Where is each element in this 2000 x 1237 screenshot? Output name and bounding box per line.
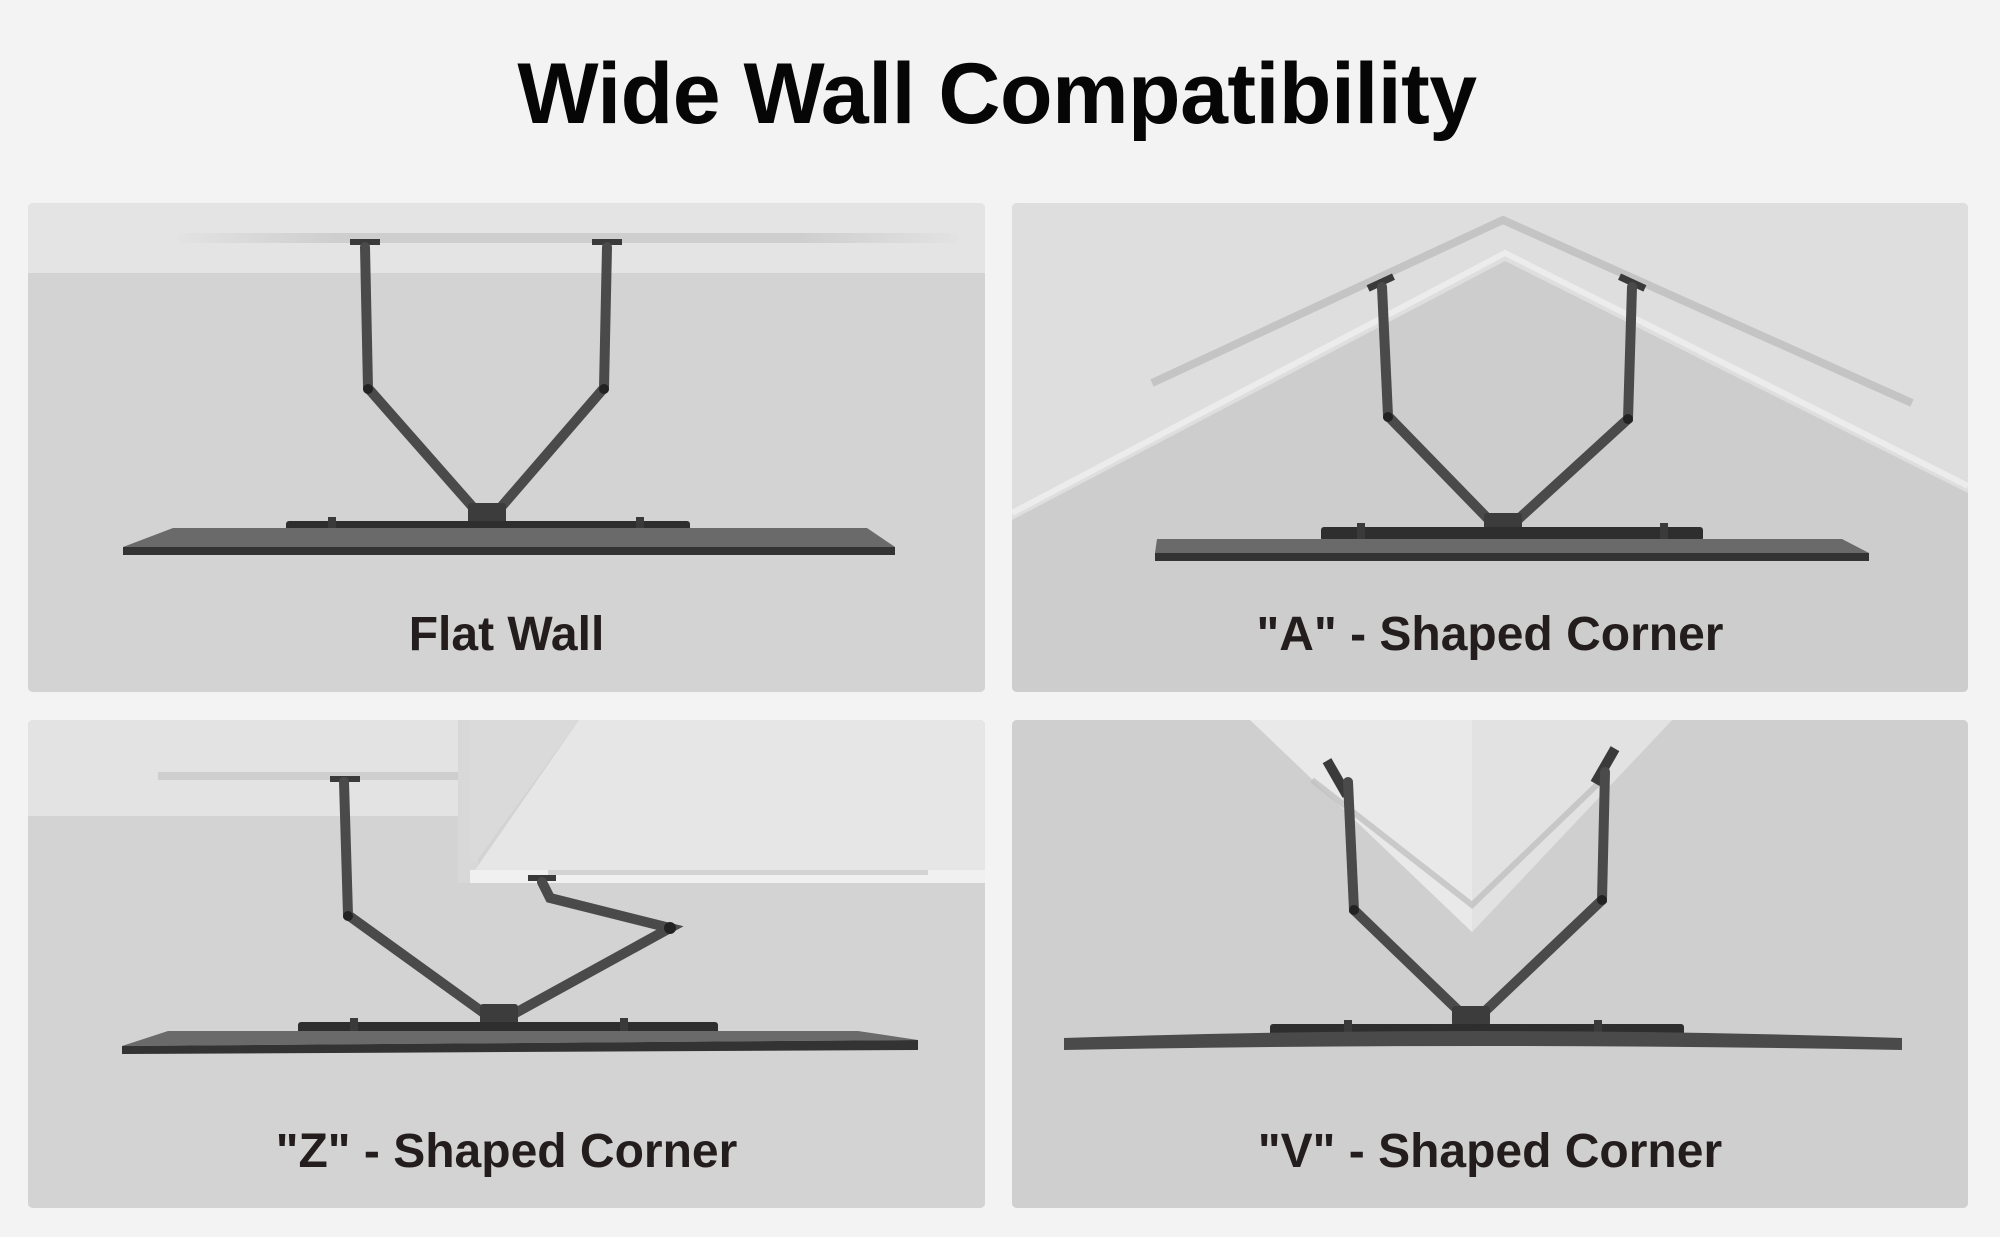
tv-plate-icon — [122, 1031, 918, 1046]
panel-flat-wall: Flat Wall — [28, 203, 985, 692]
panel-label: "Z" - Shaped Corner — [275, 1125, 738, 1178]
tv-mount-z-corner-illustration — [28, 720, 985, 1208]
tv-plate-icon — [1155, 539, 1869, 553]
tv-plate-icon — [123, 528, 895, 547]
panel-label: "A" - Shaped Corner — [1256, 608, 1724, 661]
page-title: Wide Wall Compatibility — [517, 46, 1477, 142]
panel-a-shaped-corner: "A" - Shaped Corner — [1012, 203, 1968, 692]
panel-label: "V" - Shaped Corner — [1257, 1125, 1723, 1178]
tv-mount-v-corner-illustration — [1012, 720, 1968, 1208]
panel-z-shaped-corner: "Z" - Shaped Corner — [28, 720, 985, 1208]
tv-plate-icon — [1064, 1031, 1902, 1050]
panel-v-shaped-corner: "V" - Shaped Corner — [1012, 720, 1968, 1208]
tv-mount-a-corner-illustration — [1012, 203, 1968, 692]
panel-label: Flat Wall — [408, 608, 605, 661]
tv-mount-flat-wall-illustration — [28, 203, 985, 692]
